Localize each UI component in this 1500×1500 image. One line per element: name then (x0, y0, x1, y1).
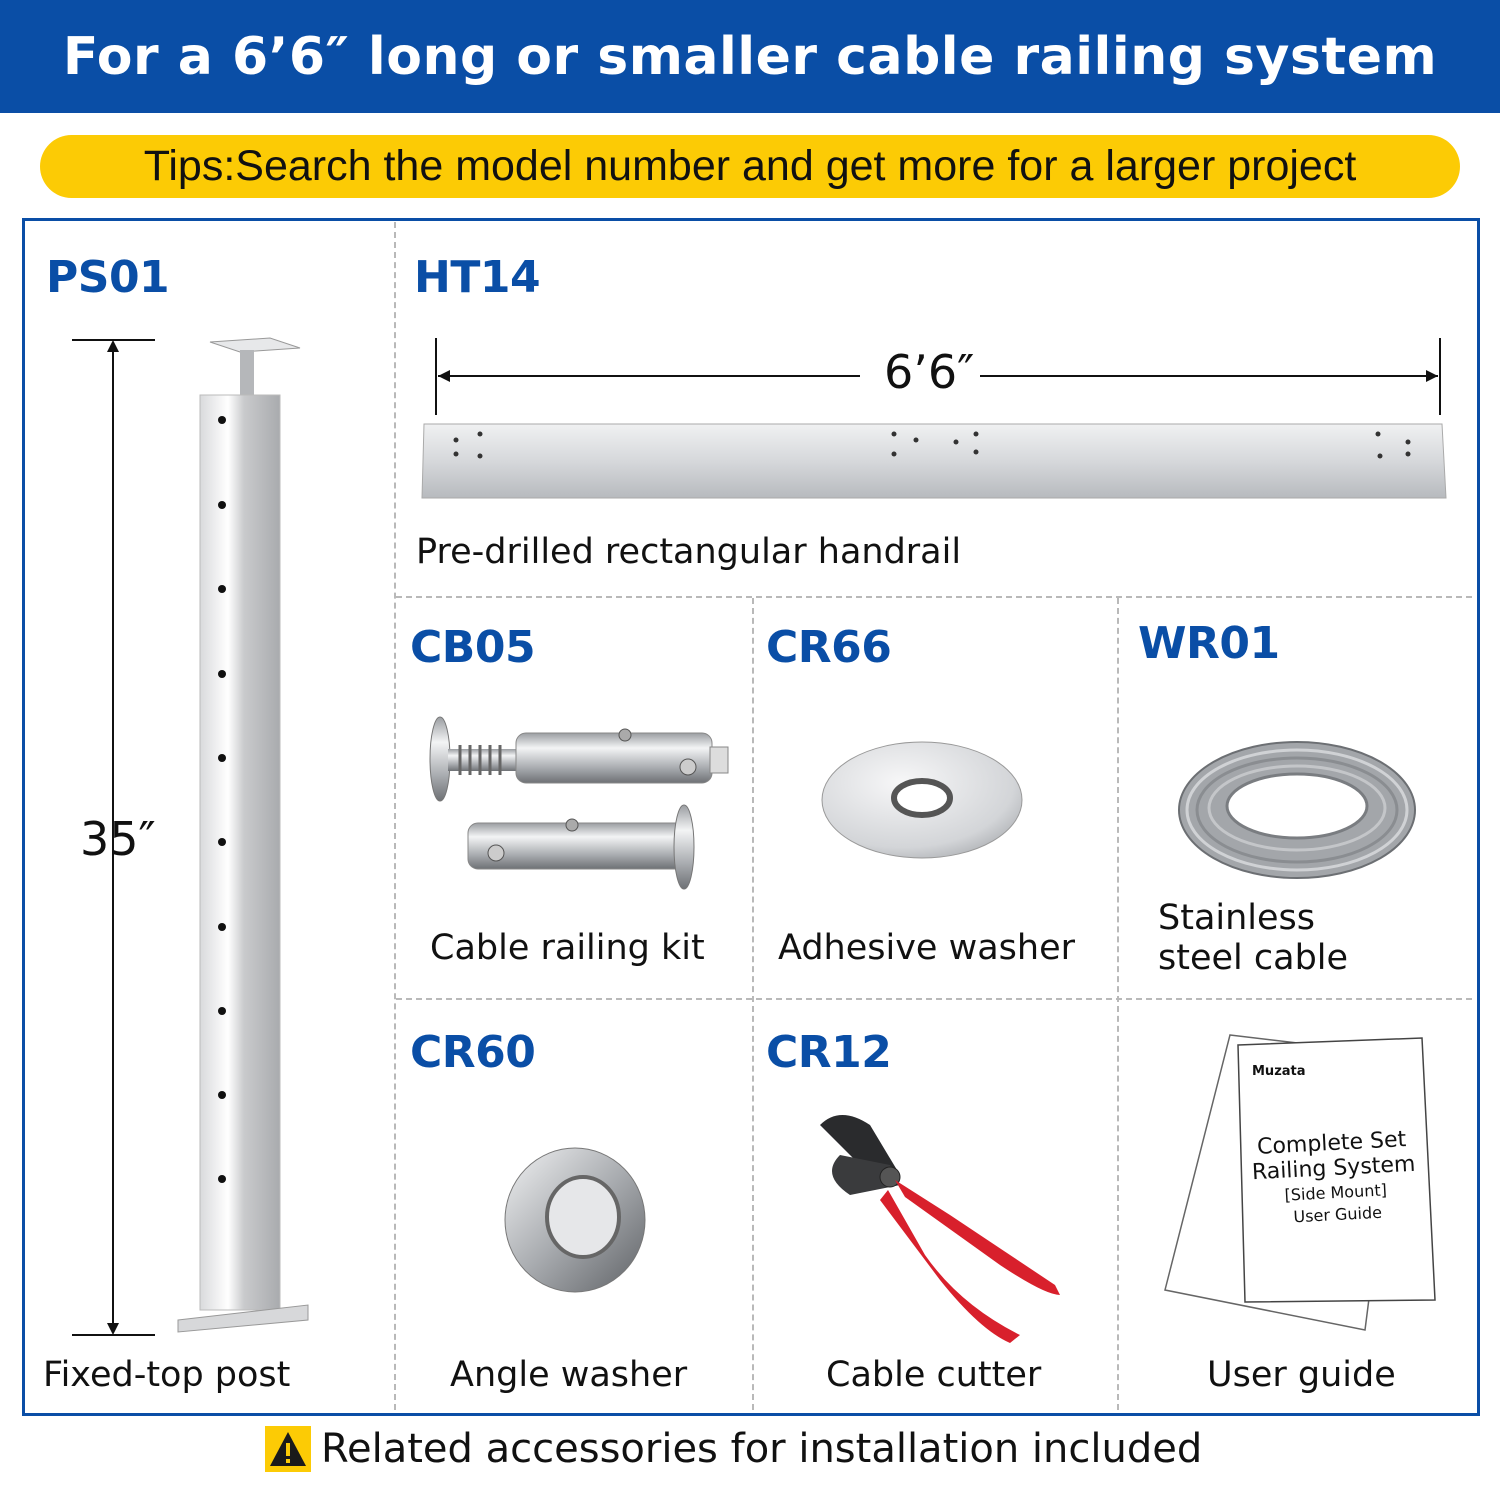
tips-text: Tips:Search the model number and get mor… (143, 142, 1357, 190)
divider (396, 998, 1472, 1000)
warning-icon (265, 1426, 311, 1472)
cable-label-line2: steel cable (1158, 938, 1349, 978)
adhesive-washer-label: Adhesive washer (778, 928, 1076, 968)
handrail-code: HT14 (414, 252, 541, 303)
handrail-image (421, 338, 1447, 499)
tips-banner: Tips:Search the model number and get mor… (40, 135, 1460, 198)
adhesive-washer-image (821, 741, 1023, 859)
angle-washer-code: CR60 (410, 1027, 536, 1078)
kit-code: CB05 (410, 622, 536, 673)
cutter-label: Cable cutter (826, 1355, 1042, 1395)
angle-washer-label: Angle washer (450, 1355, 688, 1395)
guide-brand: Muzata (1252, 1064, 1306, 1079)
divider (394, 222, 396, 1410)
adhesive-washer-code: CR66 (766, 622, 892, 673)
product-grid (22, 218, 1480, 1416)
guide-line4: User Guide (1293, 1203, 1382, 1227)
user-guide-label: User guide (1207, 1355, 1396, 1395)
divider (752, 598, 754, 1410)
header-banner: For a 6’6″ long or smaller cable railing… (0, 0, 1500, 113)
cable-label: Stainless steel cable (1158, 898, 1348, 978)
post-image (72, 337, 309, 1336)
post-code: PS01 (46, 252, 170, 303)
divider (1117, 598, 1119, 1410)
cutter-code: CR12 (766, 1027, 892, 1078)
user-guide-image: Muzata Complete Set Railing System [Side… (1164, 1034, 1436, 1331)
kit-label: Cable railing kit (430, 928, 705, 968)
page-title: For a 6’6″ long or smaller cable railing… (62, 26, 1438, 87)
angle-washer-image (504, 1147, 646, 1293)
post-label: Fixed-top post (43, 1355, 291, 1395)
post-height: 35″ (80, 812, 156, 866)
footer-note: Related accessories for installation inc… (265, 1426, 1202, 1472)
handrail-label: Pre-drilled rectangular handrail (416, 532, 962, 572)
kit-image (429, 716, 729, 890)
cable-code: WR01 (1138, 618, 1280, 669)
footer-text: Related accessories for installation inc… (321, 1426, 1203, 1472)
cable-label-line1: Stainless (1158, 898, 1316, 938)
divider (396, 596, 1472, 598)
cable-coil-image (1178, 741, 1416, 879)
cable-cutter-image (820, 1115, 1060, 1343)
handrail-length: 6’6″ (884, 345, 975, 399)
